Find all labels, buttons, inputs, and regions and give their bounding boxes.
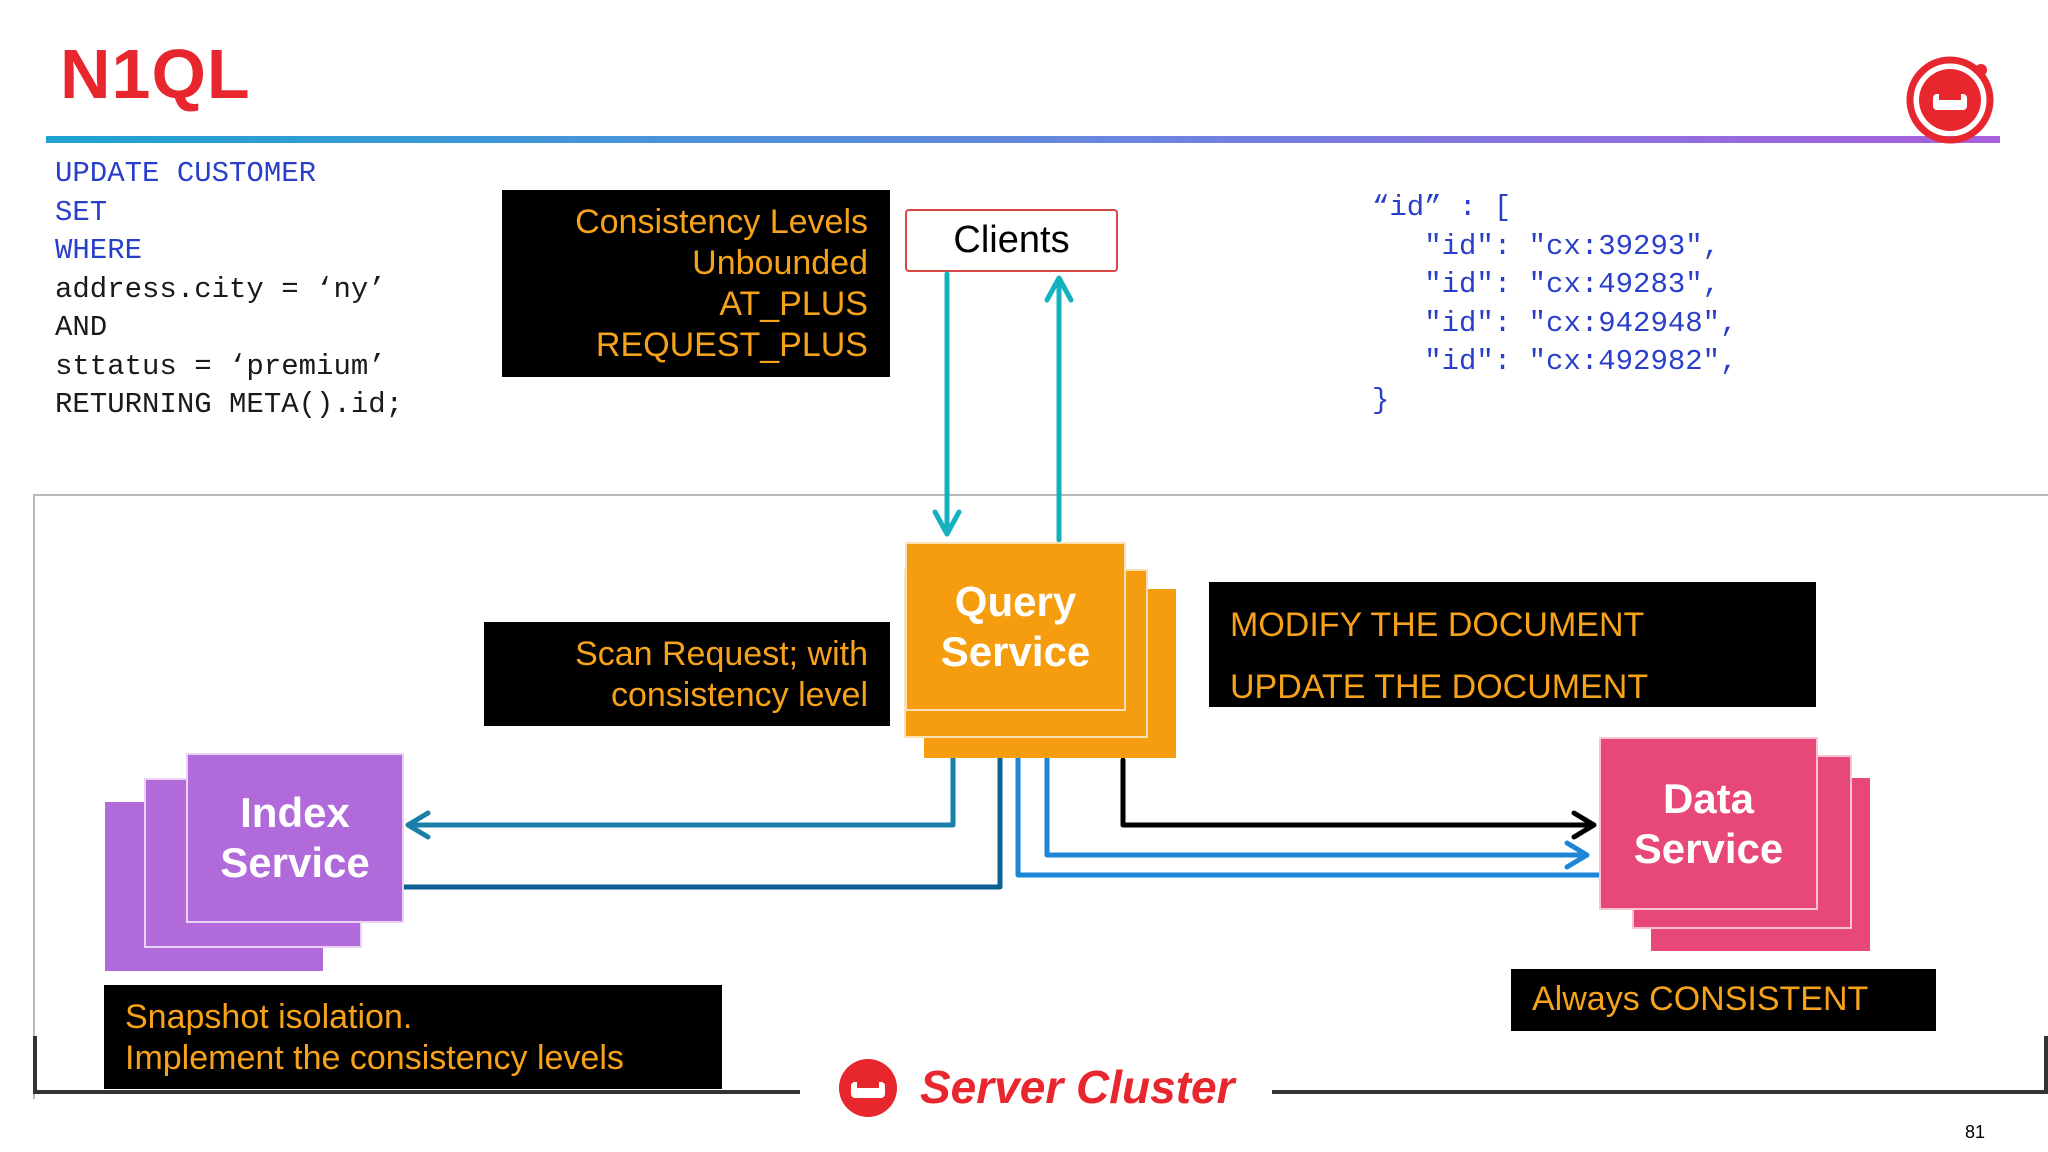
modify-line: UPDATE THE DOCUMENT [1230,668,1649,706]
index-service-line: Service [220,839,370,886]
modify-line: MODIFY THE DOCUMENT [1230,606,1645,644]
cluster-bracket-right [1272,1036,2048,1094]
couchbase-logo-icon [1906,56,1994,144]
query-to-index-arrow [407,710,956,828]
code-line: ″id": ″cx:492982″, [1424,345,1738,378]
index-service-node: Index Service [186,753,404,923]
code-line: address.city = ‘ny’ [55,272,386,306]
query-to-data-blue-arrow [1044,710,1588,858]
code-line: “id” : [ [1372,191,1512,224]
consistency-line: Consistency Levels [575,203,868,241]
cluster-bracket-left [33,1036,800,1094]
consistency-line: REQUEST_PLUS [595,326,868,364]
n1ql-query-code: UPDATE CUSTOMER SET WHERE address.city =… [55,155,403,425]
snapshot-line: Snapshot isolation. [125,998,413,1036]
scan-request-line: Scan Request; with [575,635,868,673]
query-to-data-arrow [1120,757,1595,828]
data-service-line: Service [1633,824,1784,872]
modify-document-box: MODIFY THE DOCUMENT UPDATE THE DOCUMENT [1209,582,1816,707]
consistency-line: Unbounded [692,244,868,282]
query-to-data-arrowhead [1571,810,1597,840]
snapshot-isolation-box: Snapshot isolation. Implement the consis… [104,985,722,1089]
header-rule [46,136,2000,143]
query-to-index-arrowhead [405,810,431,840]
clients-to-query-arrowhead [932,509,962,537]
code-line: UPDATE CUSTOMER [55,157,317,190]
consistency-levels-box: Consistency Levels Unbounded AT_PLUS REQ… [502,190,890,377]
snapshot-line: Implement the consistency levels [125,1039,624,1077]
index-to-query-line [401,710,1003,890]
slide-title: N1QL [60,35,251,113]
data-to-query-arrow [1015,703,1602,878]
couchbase-footer-logo-icon [839,1059,897,1117]
code-line: RETURNING META().id; [55,388,404,421]
always-consistent-box: Always CONSISTENT [1511,969,1936,1031]
code-line: SET [55,195,108,229]
page-number: 81 [1965,1122,1986,1142]
scan-request-line: consistency level [610,676,868,714]
query-service-line: Query [954,577,1077,625]
returned-ids-code: “id” : [ ″id": ″cx:39293", ″id": ″cx:492… [1372,189,1737,420]
code-line: sttatus = ‘premium’ [55,349,386,383]
scan-request-box: Scan Request; with consistency level [484,622,890,726]
query-service-line: Service [940,627,1091,675]
data-service-node: Data Service [1599,737,1818,910]
index-service-line: Index [240,789,350,836]
consistency-line: AT_PLUS [719,285,868,323]
code-line: ″id": ″cx:49283", [1424,268,1721,301]
query-service-node: Query Service [905,542,1126,711]
code-line: WHERE [55,234,143,267]
server-cluster-frame [33,494,2048,1099]
code-line: AND [55,311,108,344]
code-line: ″id": ″cx:942948", [1424,306,1738,340]
query-to-data-blue-arrowhead [1564,840,1590,870]
clients-node: Clients [905,209,1118,272]
data-service-line: Data [1662,774,1755,822]
code-line: ″id": ″cx:39293", [1424,229,1721,263]
server-cluster-label: Server Cluster [920,1061,1235,1113]
query-to-clients-arrowhead [1044,275,1074,303]
code-line: } [1372,383,1390,417]
